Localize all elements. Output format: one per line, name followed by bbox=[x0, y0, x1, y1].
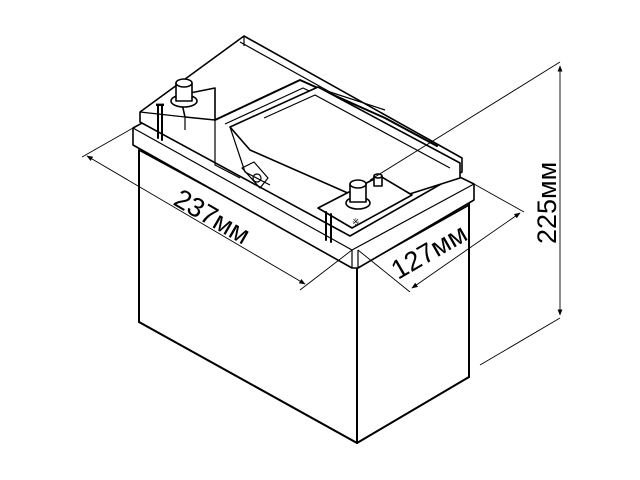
svg-text:▬: ▬ bbox=[156, 99, 164, 108]
height-label: 225мм bbox=[532, 162, 562, 244]
polarity-symbol: ※ bbox=[352, 217, 360, 227]
carry-handle bbox=[214, 79, 461, 206]
right-terminal: ※ bbox=[317, 173, 413, 243]
left-terminal: ▬ bbox=[156, 78, 198, 108]
dimension-height: 225мм bbox=[369, 61, 563, 366]
